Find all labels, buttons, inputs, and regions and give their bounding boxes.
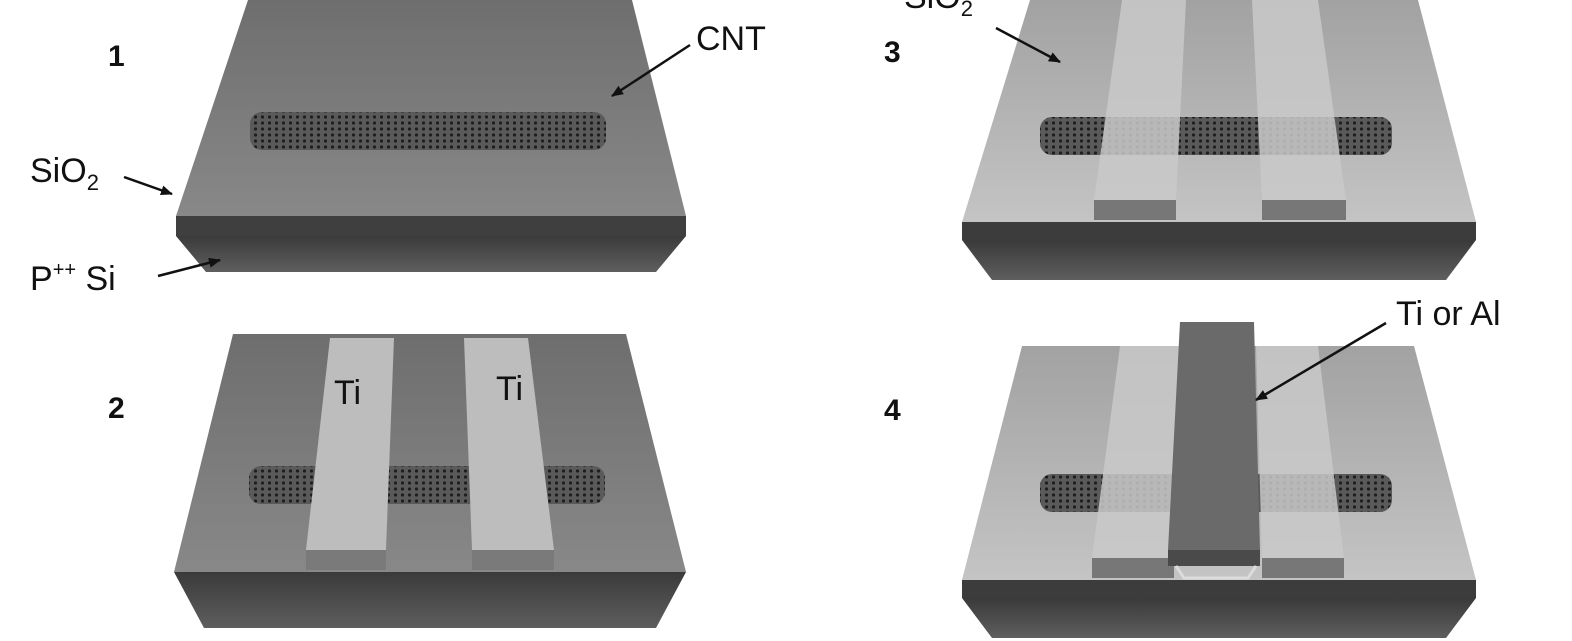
ti-contact-left-side [306,550,386,570]
silicon-substrate-side [962,598,1476,638]
ti-contact-right-side [472,550,554,570]
sio2-label-panel3: SiO2 [904,0,973,21]
ti-contact-right [1252,0,1346,200]
step-number-3: 3 [884,36,901,69]
ti-label-right: Ti [496,370,523,408]
silicon-substrate-side [176,236,686,272]
carbon-nanotube [249,466,605,504]
ti-contact-right-side [1262,558,1344,578]
oxide-top-surface [962,0,1476,222]
sio2-label: SiO2 [30,152,99,195]
step-number-4: 4 [884,394,901,427]
annotation-arrows [123,26,1387,402]
sio2-label-panel3-base: SiO [904,0,961,16]
cnt-arrow [611,43,691,98]
silicon-substrate-side [174,572,686,628]
oxide-layer-side [176,216,686,236]
p-si-label-tail: Si [76,260,116,298]
sio2-arrow-panel3 [995,26,1061,64]
ti-contact-right [464,338,554,550]
carbon-nanotube [1040,117,1392,155]
gate-recess [1174,565,1258,580]
cnt-label: CNT [696,20,766,58]
p-si-label-superscript: ++ [53,259,76,281]
step-number-1: 1 [108,40,125,73]
ti-contact-right-side [1262,200,1346,220]
ti-label-left: Ti [334,374,361,412]
sio2-label-panel3-subscript: 2 [961,0,973,21]
gate-electrode-side [1168,550,1260,566]
sio2-label-subscript: 2 [87,170,99,195]
carbon-nanotube [250,112,606,150]
p-si-label: P++ Si [30,259,116,298]
ti-contact-left-side [1092,558,1174,578]
oxide-top-surface [176,0,686,216]
gate-arrow [1255,321,1387,402]
panel-2 [174,334,686,628]
panel-3 [962,0,1476,280]
panel-1 [176,0,686,272]
ti-contact-left [306,338,394,550]
oxide-layer-side [962,222,1476,240]
step-number-2: 2 [108,392,125,425]
sio2-arrow [123,175,173,196]
oxide-top-surface [174,334,686,572]
oxide-layer-side [962,580,1476,598]
ti-contact-right [1256,346,1344,558]
ti-contact-left-side [1094,200,1176,220]
sio2-label-base: SiO [30,152,87,190]
p-si-arrow [157,257,221,278]
ti-contact-left [1092,346,1182,558]
silicon-substrate-side [962,240,1476,280]
gate-electrode [1168,322,1260,550]
p-si-label-base: P [30,260,53,298]
gate-label: Ti or Al [1396,295,1501,333]
panel-4 [962,322,1476,638]
ti-contact-left [1094,0,1186,200]
